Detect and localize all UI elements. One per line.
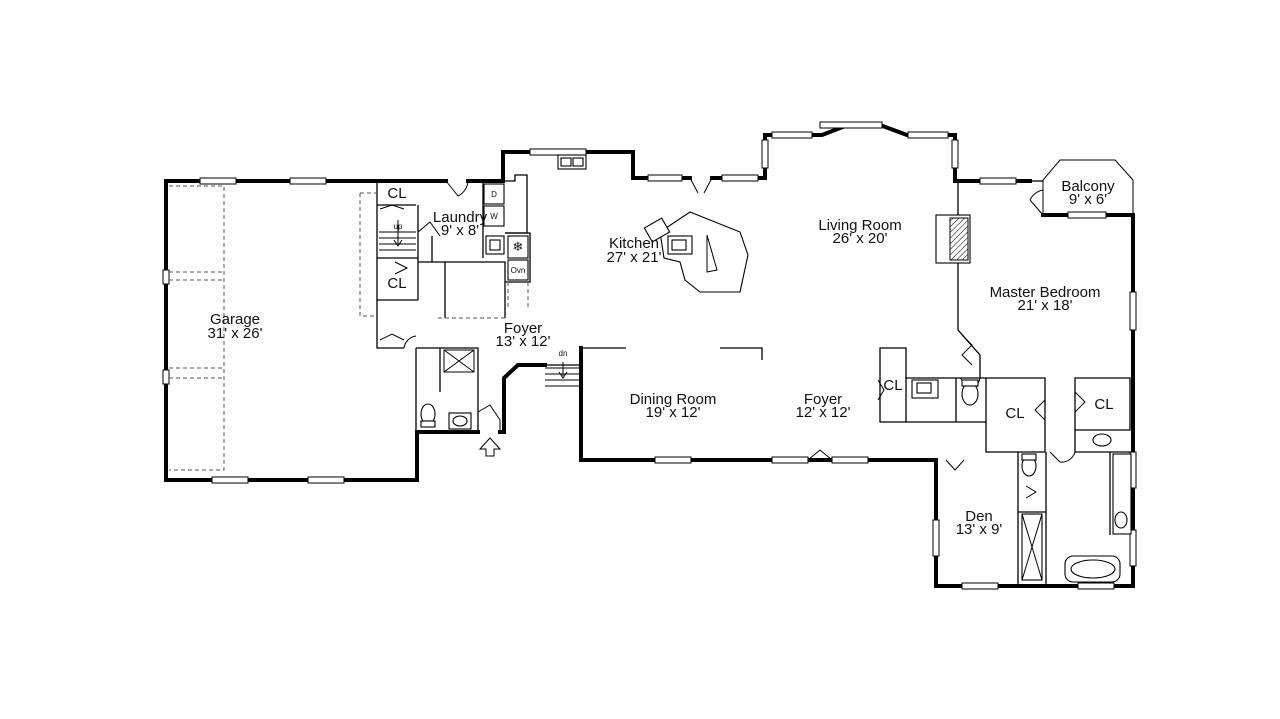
laundry-dims: 9' x 8' xyxy=(441,222,479,239)
foyer-dims: 13' x 12' xyxy=(496,333,551,350)
living-room-name: Living Room xyxy=(818,217,901,234)
master-bedroom-dims: 21' x 18' xyxy=(1018,297,1073,314)
balcony-dims: 9' x 6' xyxy=(1069,191,1107,208)
garage-name: Garage xyxy=(210,311,260,328)
garage-parking-bays xyxy=(169,185,225,471)
interior-walls xyxy=(359,174,1133,586)
svg-text:❄: ❄ xyxy=(513,239,524,254)
closet-label: CL xyxy=(387,185,406,202)
closet-labels: CL CL CL CL CL xyxy=(387,185,1113,422)
den-dims: 13' x 9' xyxy=(956,521,1003,538)
closet-label: CL xyxy=(387,275,406,292)
oven-label: Ovn xyxy=(511,266,526,275)
stair-down-label: dn xyxy=(559,349,568,358)
entry-arrow-icon xyxy=(478,437,502,457)
fixtures: D W ❄ Ovn xyxy=(420,154,1132,583)
room-labels: Garage 31' x 26' Laundry 9' x 8' Kitchen… xyxy=(208,178,1116,538)
master-bedroom-name: Master Bedroom xyxy=(990,284,1101,301)
stairs: up dn xyxy=(379,220,581,387)
foyer-name: Foyer xyxy=(504,320,542,337)
windows xyxy=(162,121,1137,590)
stair-up-label: up xyxy=(394,222,403,231)
dining-room-name: Dining Room xyxy=(630,391,717,408)
garage-dims: 31' x 26' xyxy=(208,325,263,342)
foyer2-name: Foyer xyxy=(804,391,842,408)
closet-label: CL xyxy=(1094,396,1113,413)
living-room-dims: 26' x 20' xyxy=(833,230,888,247)
laundry-name: Laundry xyxy=(433,209,488,226)
closet-label: CL xyxy=(883,377,902,394)
den-name: Den xyxy=(965,508,993,525)
stairs-down: dn xyxy=(545,349,581,387)
washer-label: W xyxy=(490,212,498,221)
closet-label: CL xyxy=(1005,405,1024,422)
foyer2-dims: 12' x 12' xyxy=(796,404,851,421)
refrigerator-icon: ❄ xyxy=(507,235,529,259)
dryer-label: D xyxy=(491,190,497,199)
stairs-up: up xyxy=(379,220,416,251)
balcony-name: Balcony xyxy=(1061,178,1115,195)
kitchen-dims: 27' x 21' xyxy=(607,249,662,266)
kitchen-name: Kitchen xyxy=(609,235,659,252)
dining-room-dims: 19' x 12' xyxy=(646,404,701,421)
